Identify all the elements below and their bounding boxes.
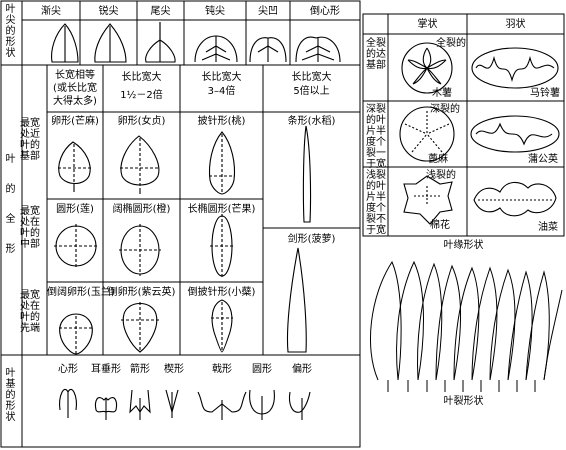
ratio-equal-line2: (或长比宽 bbox=[53, 83, 97, 94]
apex-acuminate-leaf bbox=[51, 23, 79, 63]
ovate-ramie-label: 卵形(芒麻) bbox=[51, 116, 99, 127]
ensiform-pineapple-label: 剑形(菠萝) bbox=[287, 234, 336, 245]
pinnate-parted-potato bbox=[471, 47, 559, 89]
base-cuneate bbox=[165, 389, 179, 418]
rapeseed-label: 油菜 bbox=[538, 222, 558, 233]
oblanceolate-leaf-barberry bbox=[211, 299, 233, 353]
lobed-type-label: 浅裂的 bbox=[426, 170, 456, 181]
apex-retuse-leaf bbox=[249, 37, 287, 63]
ratio-3-4-line1: 长比宽大 bbox=[201, 72, 242, 83]
apex-obtuse-label: 钝尖 bbox=[205, 6, 225, 17]
ensiform-leaf-pineapple bbox=[286, 247, 307, 353]
base-auriculate-label: 耳垂形 bbox=[91, 364, 121, 375]
divided-type-label: 深裂的 bbox=[430, 104, 460, 115]
oblong-leaf-mango bbox=[210, 214, 234, 278]
palmate-header: 掌状 bbox=[417, 19, 438, 30]
orbicular-lotus-label: 圆形(莲) bbox=[56, 204, 94, 215]
parted-row-label: 全裂的达基部 bbox=[366, 38, 386, 71]
widest-near-apex-label: 最宽处在叶的先端 bbox=[20, 290, 40, 334]
pinnate-divided-dandelion bbox=[470, 115, 560, 153]
ratio-5-plus-line1: 长比宽大 bbox=[291, 72, 332, 83]
apex-obtuse-leaf bbox=[194, 35, 238, 63]
oblanceolate-barberry-label: 倒披针形(小蘗) bbox=[187, 287, 256, 298]
ratio-equal-line1: 长宽相等 bbox=[55, 70, 95, 81]
margin-caption: 叶缘形状 bbox=[443, 240, 484, 251]
base-hastate-label: 戟形 bbox=[212, 364, 232, 375]
base-row-label: 叶基的形状 bbox=[5, 368, 16, 423]
base-oblique bbox=[288, 391, 311, 420]
obovate-milkvetch-label: 倒卵形(紫云英) bbox=[107, 287, 176, 298]
apex-acute-leaf bbox=[94, 23, 127, 63]
ovate-leaf-privet bbox=[120, 135, 160, 194]
apex-caudate-leaf bbox=[145, 22, 176, 63]
ovate-privet-label: 卵形(女贞) bbox=[117, 116, 166, 127]
parted-type-label: 全裂的 bbox=[436, 38, 466, 49]
lanceolate-peach-label: 披针形(桃) bbox=[197, 116, 246, 127]
ratio-3-4-line2: 3–4倍 bbox=[207, 86, 236, 97]
cotton-label: 棉花 bbox=[430, 220, 450, 231]
palmate-divided-castor bbox=[399, 106, 455, 162]
base-cuneate-label: 楔形 bbox=[164, 364, 184, 375]
widest-in-middle-label: 最宽处在叶的中部 bbox=[20, 206, 40, 250]
whole-shape-label: 叶的全形 bbox=[5, 154, 16, 255]
apex-caudate-label: 尾尖 bbox=[150, 6, 171, 17]
ovate-leaf-ramie bbox=[58, 141, 92, 192]
dandelion-label: 蒲公英 bbox=[528, 154, 558, 165]
potato-label: 马铃薯 bbox=[530, 88, 560, 99]
base-hastate bbox=[197, 391, 247, 420]
ratio-1-5-2-line1: 长比宽大 bbox=[121, 72, 162, 83]
base-rounded-label: 圆形 bbox=[252, 364, 272, 375]
lobed-row-label: 浅裂的叶片半度个裂不于宽 bbox=[366, 170, 386, 236]
ratio-5-plus-line2: 5倍以上 bbox=[293, 86, 330, 97]
lanceolate-leaf-peach bbox=[208, 131, 236, 195]
divided-row-label: 深裂的叶片半度个裂一于宽 bbox=[366, 104, 386, 170]
base-sagittate bbox=[129, 389, 151, 420]
base-cordate bbox=[59, 388, 77, 418]
left-table-frame bbox=[0, 0, 361, 448]
apex-obcordate-leaf bbox=[295, 36, 341, 63]
apex-row-label: 叶尖的形状 bbox=[5, 4, 16, 59]
lobing-leaf-fan bbox=[370, 260, 563, 392]
ratio-equal-line3: 大得太多) bbox=[53, 96, 97, 107]
pinnate-lobed-rapeseed bbox=[473, 181, 557, 217]
widest-near-base-label: 最宽处近叶的基部 bbox=[20, 118, 40, 162]
apex-acute-label: 锐尖 bbox=[98, 6, 119, 17]
apex-retuse-label: 尖凹 bbox=[258, 6, 278, 17]
obovate-broad-magnolia-label: 倒阔卵形(玉兰) bbox=[47, 287, 115, 298]
linear-rice-label: 条形(水稻) bbox=[287, 116, 336, 127]
obovate-leaf-milkvetch bbox=[121, 302, 159, 353]
base-sagittate-label: 箭形 bbox=[130, 364, 150, 375]
lobing-caption: 叶裂形状 bbox=[443, 396, 484, 407]
base-oblique-label: 偏形 bbox=[292, 364, 312, 375]
base-cordate-label: 心形 bbox=[58, 364, 78, 375]
palmate-parted-cassava bbox=[401, 42, 453, 94]
linear-leaf-rice bbox=[302, 125, 312, 223]
apex-acuminate-label: 渐尖 bbox=[41, 6, 61, 17]
castor-label: 蓖麻 bbox=[428, 154, 448, 165]
orbicular-leaf-lotus bbox=[54, 224, 98, 268]
base-auriculate bbox=[94, 397, 118, 420]
obovate-broad-leaf-magnolia bbox=[59, 313, 93, 355]
base-rounded bbox=[249, 389, 275, 420]
ratio-1-5-2-line2: 1½－2倍 bbox=[120, 90, 163, 101]
pinnate-header: 羽状 bbox=[505, 19, 526, 30]
apex-obcordate-label: 倒心形 bbox=[310, 6, 340, 17]
palmate-lobed-cotton bbox=[403, 175, 453, 225]
broad-elliptic-orange-label: 阔椭圆形(橙) bbox=[112, 204, 171, 215]
cassava-label: 木薯 bbox=[432, 88, 452, 99]
oblong-mango-label: 长椭圆形(芒果) bbox=[187, 204, 256, 215]
margin-table-frame bbox=[362, 13, 565, 237]
broad-elliptic-leaf-orange bbox=[119, 224, 161, 276]
